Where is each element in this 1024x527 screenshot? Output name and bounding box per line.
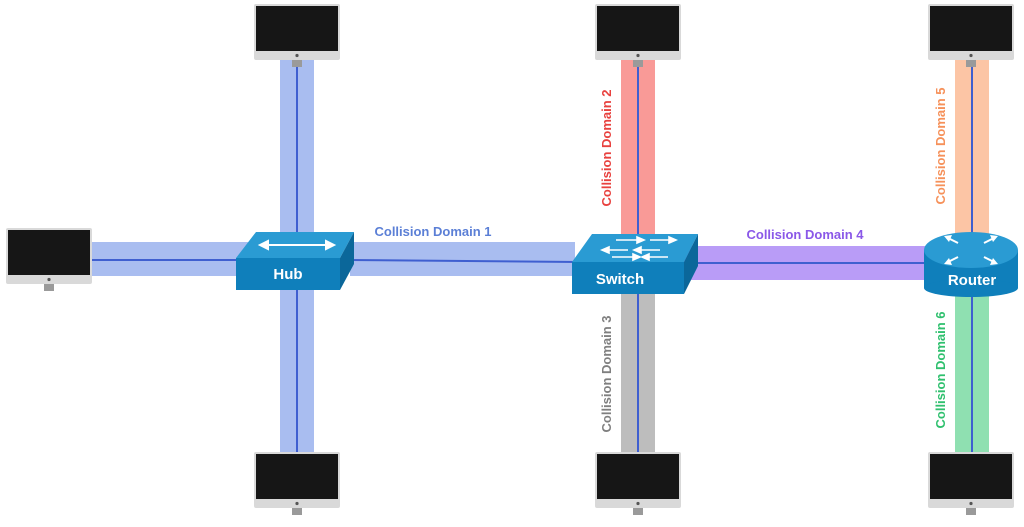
collision-bands — [88, 58, 989, 456]
switch-top — [572, 234, 698, 262]
domain-3-label: Collision Domain 3 — [599, 315, 614, 432]
router-label: Router — [948, 272, 996, 289]
domain-6-label: Collision Domain 6 — [933, 311, 948, 428]
switch-device: Switch — [572, 234, 698, 294]
router-bottom — [924, 279, 1018, 297]
monitor-left — [6, 228, 92, 291]
domain-1-label: Collision Domain 1 — [374, 224, 491, 239]
router-arrows-icon — [944, 235, 998, 265]
double-arrow-icon — [257, 239, 337, 251]
monitor-router-bottom — [928, 452, 1014, 515]
switch-face — [572, 262, 684, 294]
links — [90, 60, 973, 456]
hub-face — [236, 258, 340, 290]
switch-arrows-icon — [599, 235, 679, 262]
hub-label: Hub — [273, 266, 302, 283]
domain-4-label: Collision Domain 4 — [746, 227, 864, 242]
monitor-hub-top — [254, 4, 340, 67]
hub-side — [340, 232, 354, 290]
router-device: Router — [924, 232, 1018, 297]
monitor-router-top — [928, 4, 1014, 67]
hub-device: Hub — [236, 232, 354, 290]
switch-side — [684, 234, 698, 294]
monitor-hub-bottom — [254, 452, 340, 515]
monitor-switch-bottom — [595, 452, 681, 515]
monitor-switch-top — [595, 4, 681, 67]
domain-5-label: Collision Domain 5 — [933, 87, 948, 204]
link-hub-switch — [347, 259, 579, 263]
router-top — [924, 232, 1018, 268]
domain-2-label: Collision Domain 2 — [599, 89, 614, 206]
domain-1-band-right — [350, 242, 575, 276]
switch-label: Switch — [596, 271, 644, 288]
